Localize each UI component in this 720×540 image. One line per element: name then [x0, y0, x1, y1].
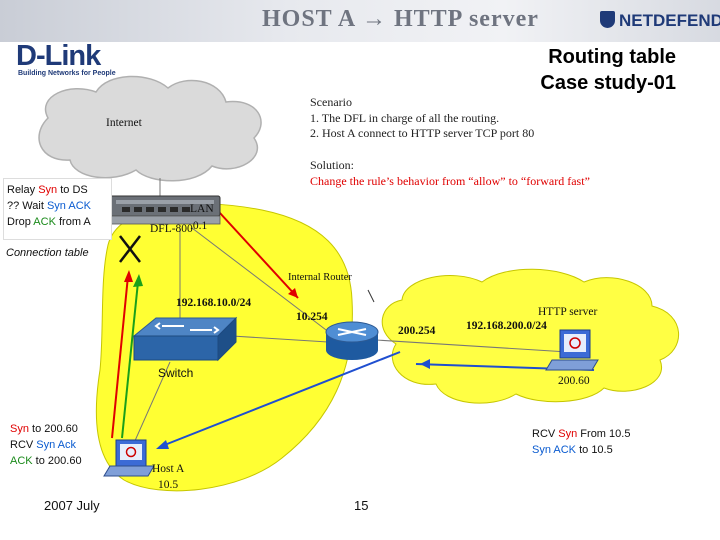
host-a-ip-label: 10.5	[158, 479, 179, 491]
host-notes: Syn to 200.60 RCV Syn Ack ACK to 200.60	[10, 421, 82, 469]
link-switch-router	[231, 335, 329, 343]
switch-label: Switch	[158, 366, 194, 380]
router-device	[325, 321, 379, 360]
server-notes: RCV Syn From 10.5 Syn ACK to 10.5	[532, 426, 630, 458]
red-arrow-head-router	[288, 288, 298, 298]
internal-router-label: Internal Router	[288, 272, 352, 283]
lan-subnet-label: 192.168.10.0/24	[176, 297, 252, 309]
green-arrow-head-up	[133, 274, 143, 287]
shield-icon	[600, 11, 615, 28]
link-router-server	[375, 339, 569, 353]
host-a-label: Host A	[152, 463, 185, 475]
host-note-line2: RCV Syn Ack	[10, 439, 77, 451]
solution-title: Solution:	[310, 158, 355, 172]
firewall-device	[109, 195, 221, 225]
http-server-label: HTTP server	[538, 306, 598, 318]
host-note-line1: Syn to 200.60	[10, 423, 78, 435]
server-note-line1: RCV Syn From 10.5	[532, 428, 631, 440]
host-note-line3: ACK to 200.60	[10, 455, 82, 467]
switch-device	[132, 316, 238, 362]
dlink-logo: D-Link	[16, 40, 101, 72]
page-title: HOST A → HTTP server	[262, 6, 539, 32]
footer-date: 2007 July	[44, 498, 100, 513]
scenario-item-1: 1. The DFL in charge of all the routing.	[310, 111, 500, 125]
lan-label: LAN	[190, 203, 214, 215]
blue-arrow-head-host	[156, 440, 169, 449]
link-fw-router	[191, 227, 335, 337]
device-label: DFL-800	[150, 223, 193, 235]
firewall-note-line2: ?? Wait Syn ACK	[7, 200, 91, 212]
page-number: 15	[354, 498, 369, 513]
router-server-ip-label: 200.254	[398, 325, 436, 337]
internet-cloud	[38, 75, 262, 182]
scenario-title: Scenario	[310, 95, 352, 109]
scenario-item-2: 2. Host A connect to HTTP server TCP por…	[310, 126, 535, 140]
heading-case-study: Case study-01	[540, 72, 676, 94]
host-a-computer	[103, 439, 155, 477]
dlink-tagline: Building Networks for People	[18, 70, 116, 77]
server-ip-label: 200.60	[558, 375, 590, 387]
blue-arrow-server-to-host	[161, 351, 401, 447]
firewall-note-line1: Relay Syn to DS	[7, 184, 88, 196]
link-switch-host	[129, 361, 171, 453]
green-arrow-from-host	[121, 281, 139, 439]
firewall-note-line3: Drop ACK from A	[7, 216, 91, 228]
router-lan-ip-label: 10.254	[296, 311, 328, 323]
netdefend-logo-text: NETDEFEND	[619, 11, 720, 30]
red-arrow-from-host	[111, 275, 129, 439]
connection-table-label: Connection table	[6, 247, 89, 259]
lan-ip-label: .0.1	[190, 220, 208, 232]
server-note-line2: Syn ACK to 10.5	[532, 444, 613, 456]
blue-arrow-head-server	[420, 359, 430, 369]
solution-text: Change the rule’s behavior from “allow” …	[310, 174, 590, 188]
server-subnet-label: 192.168.200.0/24	[466, 320, 547, 332]
heading-routing-table: Routing table	[548, 46, 676, 68]
red-arrow-to-router	[207, 199, 299, 299]
internet-label: Internet	[106, 117, 142, 129]
server-computer	[545, 329, 599, 371]
red-arrow-head-up	[124, 270, 133, 282]
firewall-notes: Relay Syn to DS ?? Wait Syn ACK Drop ACK…	[3, 178, 112, 240]
netdefend-logo: NETDEFEND	[600, 11, 720, 31]
server-zone	[381, 268, 679, 404]
link-router-internal	[367, 289, 375, 303]
drop-x-mark-b	[119, 235, 141, 263]
